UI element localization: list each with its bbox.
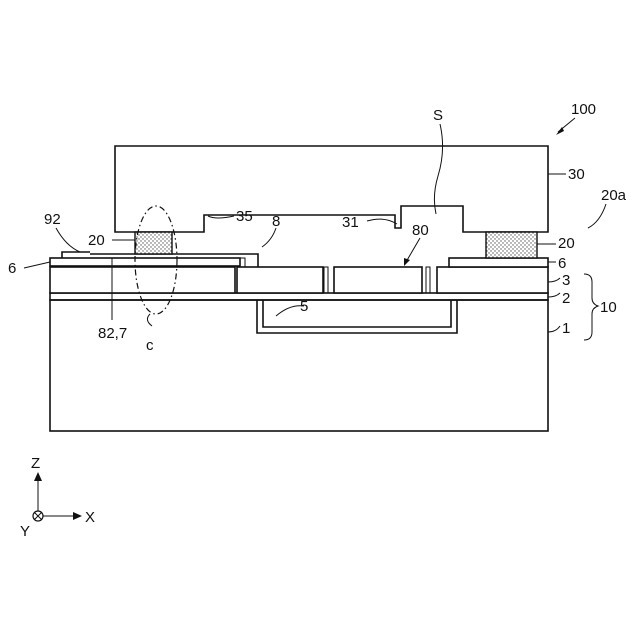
z-arrow-icon: [34, 472, 42, 481]
brace-10: [584, 274, 598, 340]
cap-30: [115, 146, 548, 232]
film-6-right: [449, 258, 548, 267]
leader-31: [367, 219, 397, 224]
label-20-right: 20: [558, 235, 575, 252]
label-5: 5: [300, 298, 308, 315]
film-6-left: [50, 258, 240, 266]
label-S: S: [433, 107, 443, 124]
leader-c: [147, 314, 152, 326]
layer-3-left: [50, 267, 235, 293]
leader-92: [56, 228, 80, 252]
leader-20a: [588, 204, 606, 228]
slit-left: [324, 267, 328, 293]
label-92: 92: [44, 211, 61, 228]
arrow-80: [404, 258, 410, 266]
label-31: 31: [342, 214, 359, 231]
joint-20-right: [486, 232, 537, 258]
leader-80: [406, 238, 420, 262]
axis-indicator: Z X Y: [20, 455, 95, 540]
leader-35: [208, 216, 234, 218]
leader-8: [262, 228, 276, 247]
label-35: 35: [236, 208, 253, 225]
label-20-left: 20: [88, 232, 105, 249]
leader-1: [548, 326, 560, 332]
layer-1-substrate: [50, 300, 548, 431]
label-82-7: 82,7: [98, 325, 127, 342]
pad-92: [62, 252, 90, 258]
label-8: 8: [272, 213, 280, 230]
layer-2: [50, 293, 548, 300]
axis-y-label: Y: [20, 523, 30, 540]
layer-3-right: [437, 267, 548, 293]
label-80: 80: [412, 222, 429, 239]
gap-5-inner: [263, 300, 451, 327]
layer-3-center-right: [334, 267, 422, 293]
axis-z-label: Z: [31, 455, 40, 472]
leader-2: [548, 293, 560, 297]
label-10: 10: [600, 299, 617, 316]
label-6-right: 6: [558, 255, 566, 272]
joint-20-left: [135, 232, 172, 254]
label-20a: 20a: [601, 187, 627, 204]
label-100: 100: [571, 101, 596, 118]
axis-x-label: X: [85, 509, 95, 526]
x-arrow-icon: [73, 512, 82, 520]
gap-5-outer: [257, 300, 457, 333]
label-3: 3: [562, 272, 570, 289]
leader-3: [548, 278, 560, 282]
label-6-left: 6: [8, 260, 16, 277]
layer-3-center-left: [237, 267, 323, 293]
label-c: c: [146, 337, 154, 354]
leader-6-left: [24, 262, 50, 268]
label-1: 1: [562, 320, 570, 337]
slit-right: [426, 267, 430, 293]
label-30: 30: [568, 166, 585, 183]
label-2: 2: [562, 290, 570, 307]
